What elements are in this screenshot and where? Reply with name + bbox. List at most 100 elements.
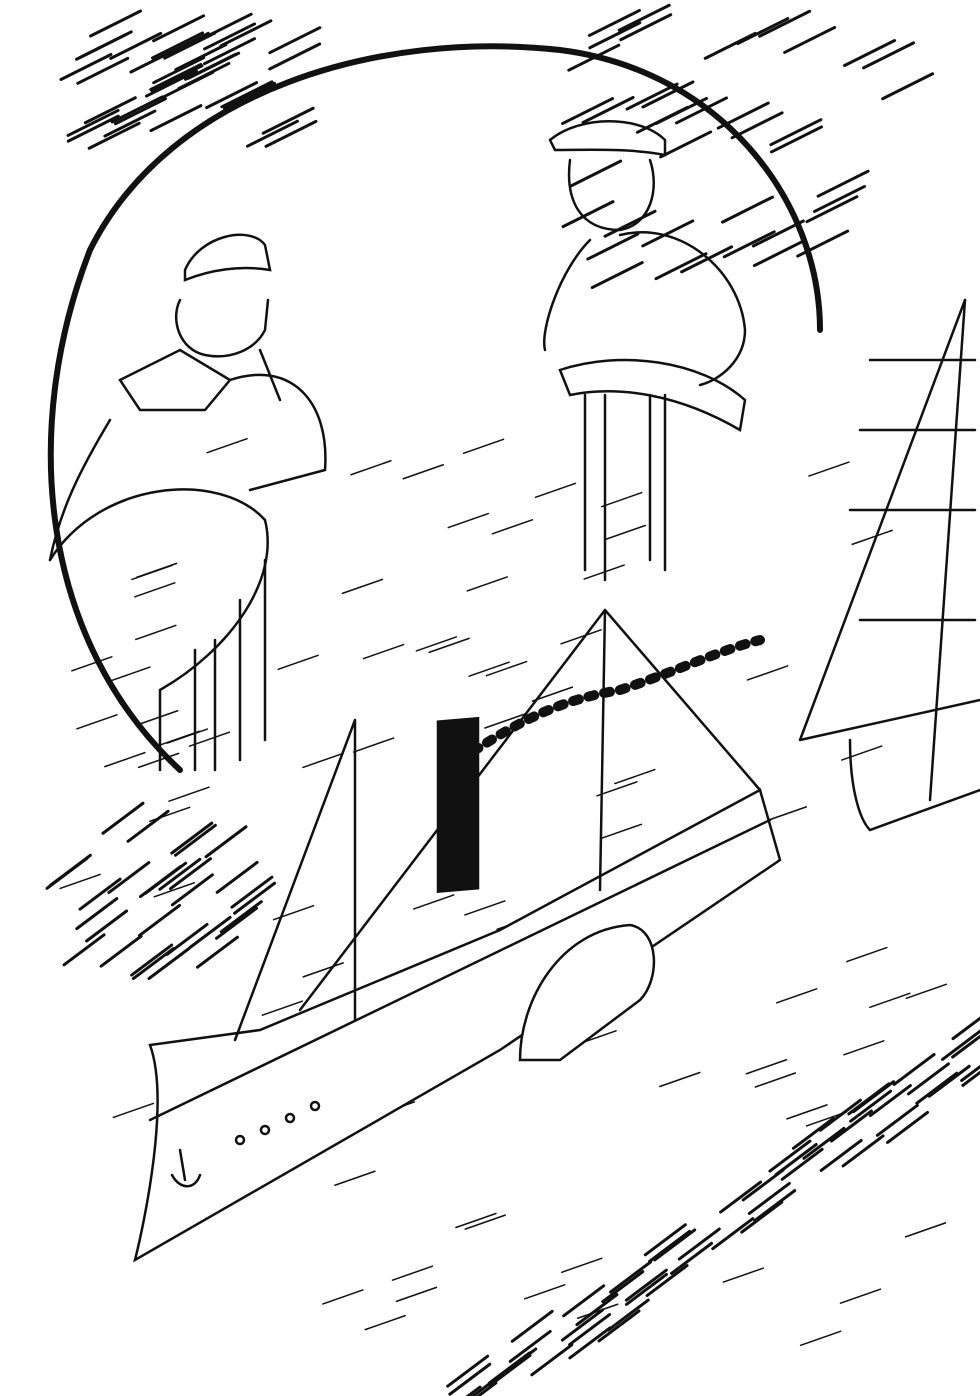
hatch-stroke — [173, 823, 217, 857]
hatch-stroke — [110, 95, 164, 124]
shore-stroke — [560, 1308, 604, 1342]
hatch-stroke — [730, 111, 784, 140]
wave-stroke — [765, 806, 808, 822]
shore-stroke — [606, 1298, 650, 1332]
hatch-stroke — [131, 947, 175, 981]
shore-stroke — [802, 1126, 846, 1160]
shore-stroke — [562, 1284, 606, 1318]
hatch-stroke — [264, 119, 318, 148]
hatch-stroke — [561, 200, 615, 229]
paddle-steamer — [133, 608, 782, 1263]
wave-stroke — [428, 637, 470, 654]
shore-stroke — [768, 1139, 812, 1173]
hatch-stroke — [103, 109, 157, 138]
wave-stroke — [722, 1267, 765, 1283]
shore-stroke — [915, 1071, 959, 1105]
shore-stroke — [892, 1052, 936, 1086]
wave-stroke — [799, 1330, 842, 1347]
wave-stroke — [484, 713, 526, 729]
shore-stroke — [849, 1089, 893, 1123]
hatch-stroke — [588, 21, 642, 50]
hatch-stroke — [45, 856, 89, 890]
wave-stroke — [808, 461, 850, 477]
wave-stroke — [600, 823, 643, 840]
hatch-stroke — [245, 119, 299, 148]
shore-stroke — [780, 1147, 824, 1181]
wave-stroke — [531, 686, 574, 702]
hatch-stroke — [220, 80, 274, 109]
water-lines — [59, 437, 948, 1347]
shore-stroke — [575, 1293, 619, 1327]
shore-stroke — [740, 1200, 784, 1234]
shore-stroke — [951, 1034, 980, 1059]
shore-stroke — [624, 1268, 668, 1302]
shore-stroke — [711, 1217, 755, 1251]
shore-stroke — [488, 1353, 532, 1387]
hatch-stroke — [769, 125, 823, 154]
shore-stroke — [677, 1227, 721, 1261]
hatch-stroke — [813, 184, 867, 213]
hatch-stroke — [675, 96, 729, 125]
shore-stroke — [645, 1264, 689, 1298]
hatch-stroke — [214, 906, 258, 940]
wave-stroke — [350, 460, 392, 476]
shore-stroke — [597, 1309, 641, 1343]
hatch-stroke — [752, 239, 806, 268]
hatch-stroke — [230, 875, 274, 909]
hatch-stroke — [659, 130, 713, 159]
shore-stroke — [653, 1228, 697, 1262]
wave-stroke — [843, 1040, 885, 1056]
wave-stroke — [413, 894, 455, 910]
shore-stroke — [951, 1016, 980, 1041]
shore-stroke — [841, 1134, 885, 1168]
shore-stroke — [530, 1343, 574, 1377]
wave-stroke — [391, 1265, 434, 1281]
hatch-stroke — [203, 37, 257, 66]
shore-stroke — [475, 1381, 498, 1396]
hatch-stroke — [130, 943, 174, 977]
wave-stroke — [905, 983, 948, 1000]
shore-stroke — [446, 1354, 490, 1388]
wave-stroke — [840, 745, 883, 761]
wave-stroke — [786, 1104, 828, 1120]
hatch-stroke — [769, 118, 823, 147]
wave-stroke — [869, 992, 911, 1009]
wave-stroke — [334, 1170, 376, 1186]
shore-stroke — [960, 1064, 980, 1083]
wave-stroke — [491, 519, 534, 535]
wave-stroke — [447, 512, 490, 529]
hatch-stroke — [152, 14, 206, 43]
wave-stroke — [746, 665, 789, 681]
hatch-stroke — [107, 861, 151, 895]
wave-stroke — [137, 752, 180, 769]
hatch-stroke — [619, 13, 673, 42]
wave-stroke — [560, 629, 602, 645]
shore-stroke — [961, 1070, 980, 1087]
hatch-stroke — [174, 43, 228, 72]
shore-stroke — [568, 1326, 612, 1360]
hatch-stroke — [66, 108, 120, 137]
wave-stroke — [600, 491, 643, 508]
wave-stroke — [455, 1212, 497, 1229]
hatch-stroke — [641, 219, 695, 248]
wave-stroke — [851, 529, 893, 546]
hatch-stroke — [188, 915, 232, 949]
shore-stroke — [719, 1180, 763, 1214]
wave-stroke — [168, 786, 210, 802]
hatch-stroke — [85, 909, 129, 943]
hatch-stroke — [654, 252, 708, 281]
hatch-stroke — [78, 877, 122, 911]
wave-stroke — [341, 578, 384, 595]
hatch-stroke — [99, 934, 143, 968]
hatch-stroke — [170, 821, 214, 855]
wave-stroke — [485, 660, 528, 677]
wave-stroke — [523, 1284, 566, 1300]
hatch-stroke — [641, 80, 695, 109]
hatch-stroke — [722, 230, 776, 259]
hatch-stroke — [219, 900, 263, 934]
wave-stroke — [131, 564, 173, 581]
shore-stroke — [643, 1223, 687, 1257]
wave-stroke — [158, 730, 200, 747]
wave-stroke — [846, 946, 888, 963]
